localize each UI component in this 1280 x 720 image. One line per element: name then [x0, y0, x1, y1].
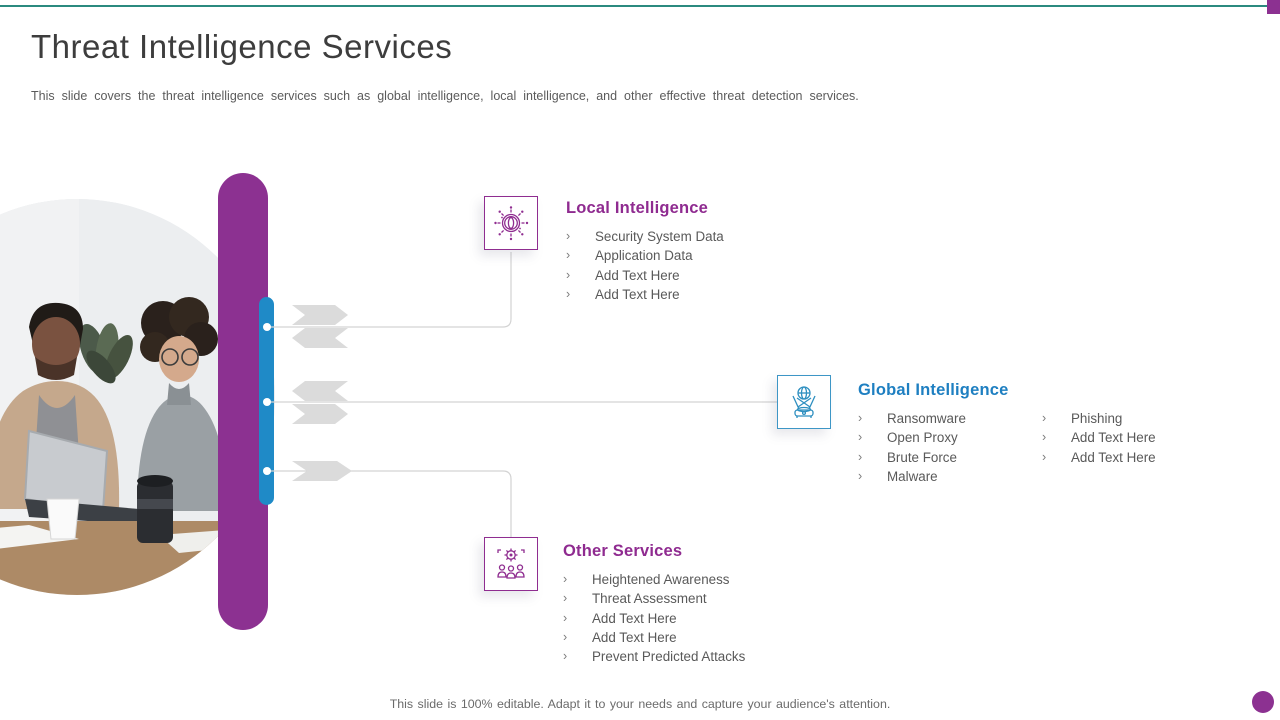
list-item: › Phishing [1042, 409, 1156, 428]
chevron-group-global [292, 381, 348, 424]
list-bullet: › [566, 267, 571, 282]
top-right-corner-square [1267, 0, 1280, 14]
chevron-group-other [292, 461, 352, 481]
list-bullet: › [563, 610, 568, 625]
list-item: › Ransomware [858, 409, 1042, 428]
list-item-text: Brute Force [887, 449, 957, 465]
list-bullet: › [563, 591, 568, 606]
list-item-text: Add Text Here [1071, 430, 1156, 446]
coffee-cups [46, 475, 173, 543]
section-title-other: Other Services [563, 542, 683, 560]
person-right [137, 297, 227, 511]
list-item-text: Security System Data [595, 229, 724, 244]
list-item-text: Heightened Awareness [592, 572, 730, 587]
section-title-global: Global Intelligence [858, 381, 1009, 399]
list-item: › Brute Force [858, 448, 1042, 467]
list-item: › Add Text Here [563, 628, 745, 647]
list-bullet: › [1042, 449, 1047, 464]
list-item-text: Add Text Here [1071, 449, 1156, 465]
footer-note: This slide is 100% editable. Adapt it to… [389, 697, 891, 711]
section-local-intelligence: Local Intelligence › Security System Data… [566, 199, 724, 304]
list-item-text: Open Proxy [887, 430, 958, 446]
list-item: › Add Text Here [1042, 428, 1156, 447]
list-item: › Add Text Here [566, 285, 724, 304]
local-list: ›Security System Data ›Application Data … [566, 227, 724, 304]
list-item: › Heightened Awareness [563, 570, 745, 589]
list-item-text: Application Data [595, 248, 693, 264]
globe-hologram-icon [792, 386, 816, 418]
list-item-text: Prevent Predicted Attacks [592, 649, 746, 665]
plant [79, 323, 133, 384]
global-list-col2: › Phishing › Add Text Here › Add Text Here [1042, 409, 1156, 486]
list-bullet: › [563, 572, 568, 586]
list-bullet: › [858, 468, 863, 483]
list-item-text: Add Text Here [595, 286, 680, 302]
list-item-text: Malware [887, 468, 938, 484]
list-item: › Add Text Here [566, 266, 724, 285]
list-item-text: Threat Assessment [592, 591, 707, 607]
virus-scan-icon [494, 206, 529, 241]
chevron-group-local [292, 305, 348, 348]
list-bullet: › [1042, 411, 1047, 425]
list-bullet: › [566, 248, 571, 263]
list-bullet: › [563, 649, 568, 664]
global-intelligence-icon-box [777, 375, 831, 429]
list-item-text: Phishing [1071, 411, 1123, 426]
list-bullet: › [566, 286, 571, 301]
list-item-text: Add Text Here [592, 629, 677, 645]
list-bullet: › [858, 411, 863, 425]
list-item: › Open Proxy [858, 428, 1042, 447]
list-item: › Add Text Here [563, 609, 745, 628]
page-title: Threat Intelligence Services [31, 28, 453, 65]
section-global-intelligence: Global Intelligence › Ransomware › Open Pr… [858, 381, 1156, 486]
list-item: › Add Text Here [1042, 448, 1156, 467]
top-accent-line [0, 5, 1280, 7]
list-item: › Security System Data [566, 227, 724, 246]
list-item: › Threat Assessment [563, 589, 745, 608]
list-bullet: › [563, 629, 568, 644]
list-bullet: › [858, 449, 863, 464]
section-other-services: Other Services › Heightened Awareness › Th… [563, 542, 745, 666]
list-item: › Prevent Predicted Attacks [563, 647, 745, 666]
list-item-text: Add Text Here [595, 267, 680, 283]
slide-subtitle: This slide covers the threat intelligenc… [31, 89, 859, 103]
list-item: › Malware [858, 467, 1042, 486]
list-bullet: › [858, 430, 863, 445]
list-item: › Application Data [566, 246, 724, 265]
bottom-right-accent-dot [1252, 691, 1274, 713]
connector-local [267, 252, 512, 328]
local-intelligence-icon-box [484, 196, 538, 250]
connector-other [267, 470, 512, 537]
list-item-text: Add Text Here [592, 610, 677, 626]
other-services-icon-box [484, 537, 538, 591]
section-title-local: Local Intelligence [566, 199, 709, 217]
timeline-bar-blue [259, 297, 274, 505]
other-list: › Heightened Awareness › Threat Assessment… [563, 570, 745, 666]
list-item-text: Ransomware [887, 411, 966, 426]
list-bullet: › [1042, 430, 1047, 445]
global-list-col1: › Ransomware › Open Proxy › Brute Force › Ma… [858, 409, 1042, 486]
list-bullet: › [566, 229, 571, 243]
team-gear-icon [497, 548, 525, 579]
